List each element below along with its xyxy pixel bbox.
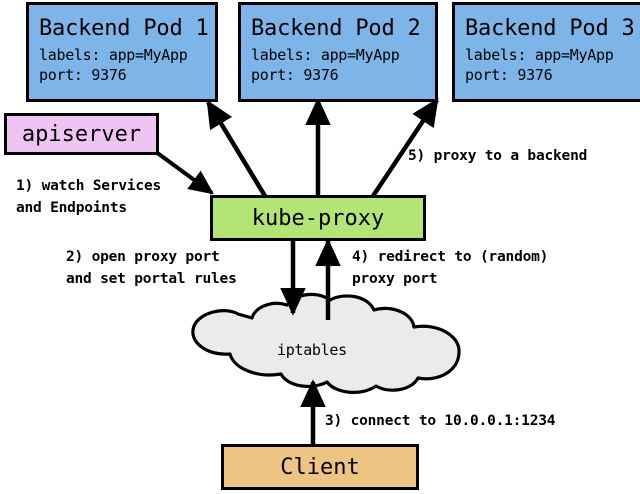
backend-pod-3-title: Backend Pod 3 bbox=[465, 15, 635, 41]
step-3-label: 3) connect to 10.0.0.1:1234 bbox=[325, 411, 556, 433]
kube-proxy-node: kube-proxy bbox=[210, 195, 426, 241]
apiserver-node: apiserver bbox=[4, 113, 159, 155]
backend-pod-2-port: port: 9376 bbox=[251, 65, 339, 84]
step-1-line-1: 1) watch Services bbox=[16, 178, 162, 194]
step-4-line-2: proxy port bbox=[352, 270, 438, 287]
step-5-line-1: 5) proxy to a backend bbox=[408, 148, 588, 164]
arrow-kubeproxy-to-pod1 bbox=[206, 99, 267, 198]
step-2-label: 2) open proxy port and set portal rules bbox=[66, 247, 237, 291]
backend-pod-1: Backend Pod 1 labels: app=MyApp port: 93… bbox=[26, 2, 218, 102]
iptables-label: iptables bbox=[277, 341, 347, 359]
step-1-line-2: and Endpoints bbox=[16, 199, 127, 216]
step-5-label: 5) proxy to a backend bbox=[408, 146, 587, 168]
client-node: Client bbox=[221, 444, 419, 490]
step-4-line-1: 4) redirect to (random) bbox=[352, 249, 549, 265]
apiserver-label: apiserver bbox=[21, 121, 142, 147]
step-3-line-1: 3) connect to 10.0.0.1:1234 bbox=[325, 413, 556, 429]
backend-pod-3: Backend Pod 3 labels: app=MyApp port: 93… bbox=[452, 2, 640, 102]
step-2-line-2: and set portal rules bbox=[66, 270, 237, 287]
step-4-label: 4) redirect to (random) proxy port bbox=[352, 247, 548, 291]
backend-pod-3-port: port: 9376 bbox=[465, 65, 553, 84]
backend-pod-3-labels: labels: app=MyApp bbox=[465, 45, 614, 64]
backend-pod-2-labels: labels: app=MyApp bbox=[251, 45, 400, 64]
backend-pod-2-title: Backend Pod 2 bbox=[251, 15, 421, 41]
step-2-line-1: 2) open proxy port bbox=[66, 249, 220, 265]
step-1-label: 1) watch Services and Endpoints bbox=[16, 176, 161, 220]
backend-pod-1-title: Backend Pod 1 bbox=[39, 15, 209, 41]
backend-pod-1-port: port: 9376 bbox=[39, 65, 127, 84]
kube-proxy-label: kube-proxy bbox=[251, 205, 385, 231]
arrow-apiserver-to-kubeproxy bbox=[154, 150, 214, 195]
client-label: Client bbox=[280, 454, 360, 480]
backend-pod-2: Backend Pod 2 labels: app=MyApp port: 93… bbox=[238, 2, 438, 102]
backend-pod-1-labels: labels: app=MyApp bbox=[39, 45, 188, 64]
